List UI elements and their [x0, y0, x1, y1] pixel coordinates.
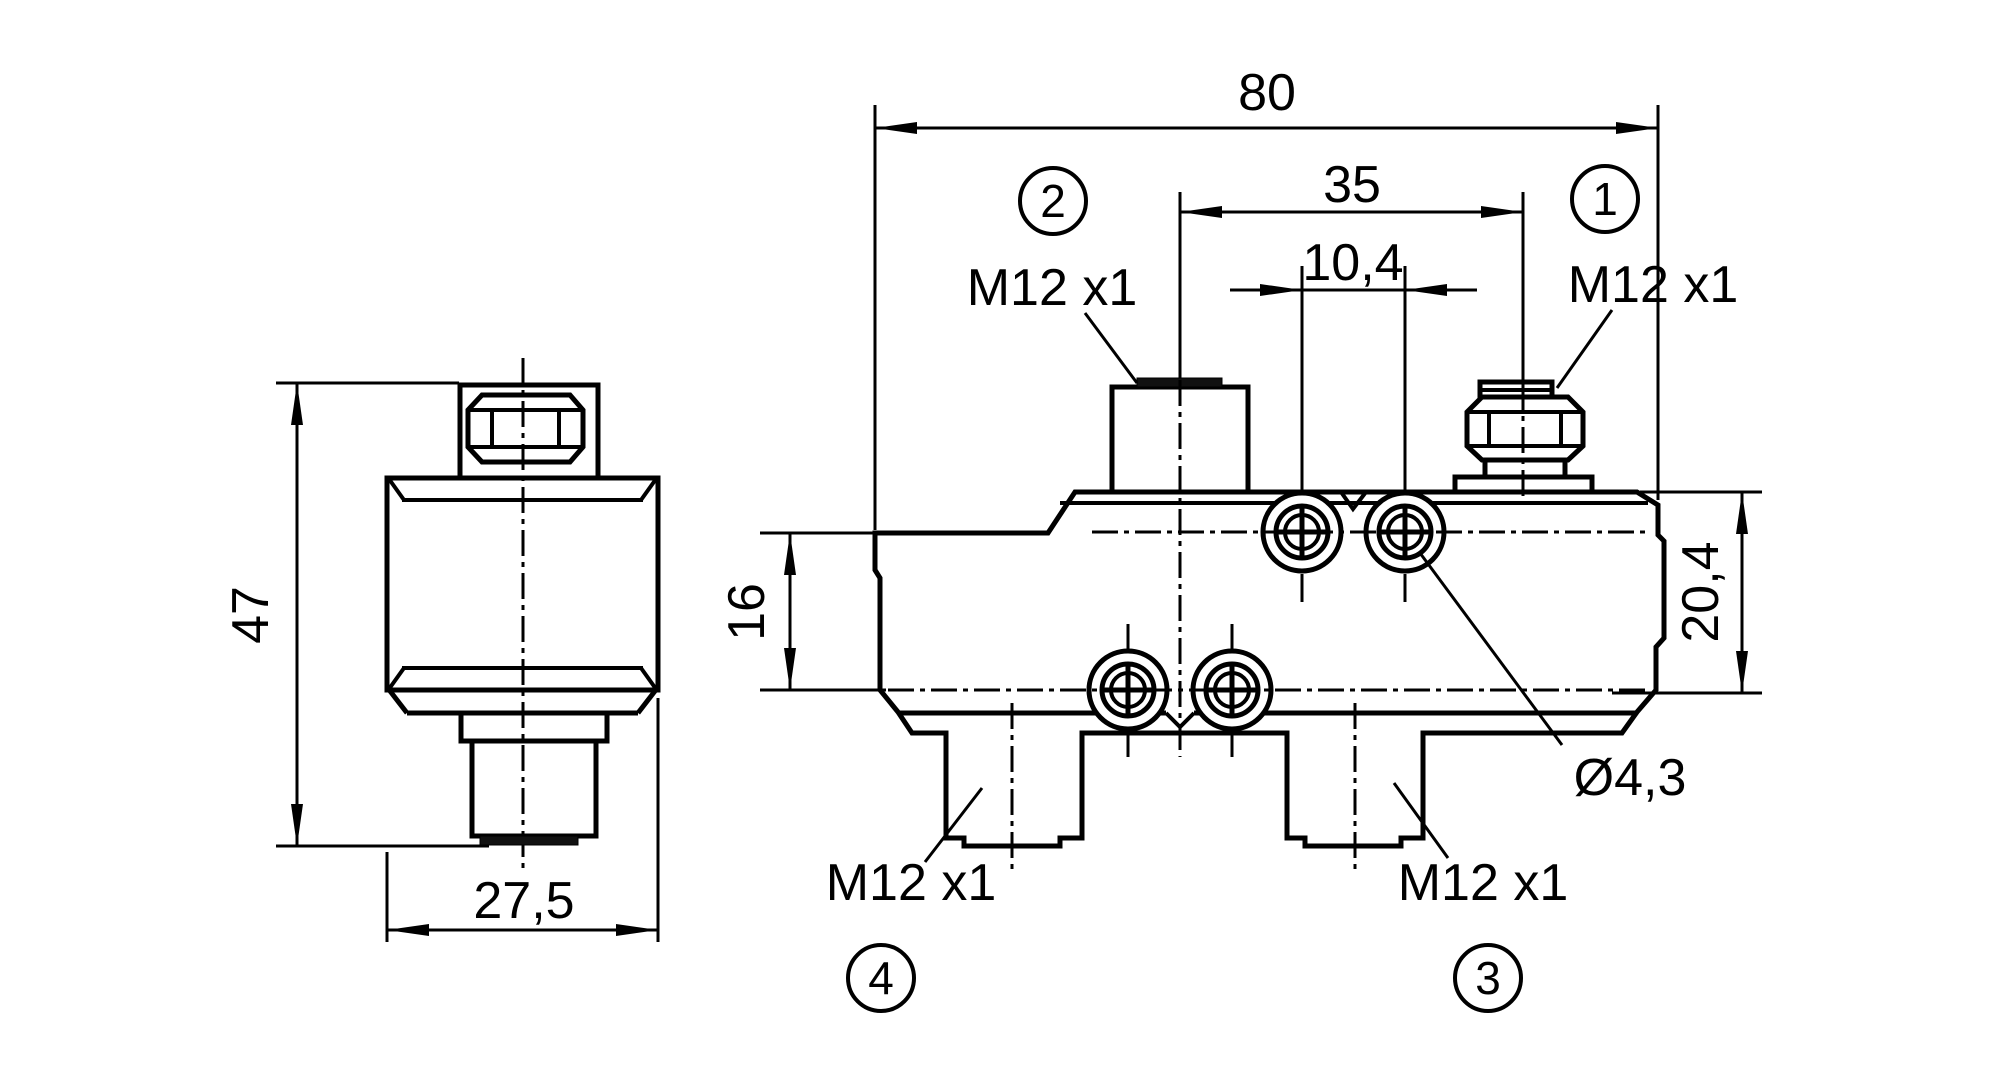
arrowhead-icon [291, 804, 303, 846]
arrowhead-icon [1405, 284, 1447, 296]
side-bottom-connector-face [479, 835, 579, 846]
port-3-number: 3 [1475, 952, 1501, 1004]
dim-47-label: 47 [222, 586, 280, 644]
hole-diameter-callout: Ø4,3 [1418, 552, 1687, 807]
dimension-47: 47 [222, 381, 489, 848]
front-view [872, 377, 1667, 872]
port-4-number: 4 [868, 952, 894, 1004]
port-1-label: 1 M12 x1 [1555, 164, 1739, 389]
port-2-label: 2 M12 x1 [967, 166, 1139, 384]
arrowhead-icon [875, 122, 917, 134]
dimension-16: 16 [718, 531, 886, 692]
port-1-number: 1 [1592, 173, 1618, 225]
arrowhead-icon [616, 924, 658, 936]
leader-line [1392, 782, 1450, 859]
side-bottom-connector-barrel [469, 738, 599, 839]
dim-hole-diameter-label: Ø4,3 [1574, 749, 1687, 807]
port-2-number: 2 [1040, 175, 1066, 227]
arrowhead-icon [387, 924, 429, 936]
dimension-27-5: 27,5 [385, 698, 660, 942]
dim-10-4-label: 10,4 [1302, 234, 1403, 292]
leader-line [1418, 552, 1564, 746]
side-bottom-connector-collar [458, 710, 610, 744]
port-4-thread: M12 x1 [826, 854, 997, 912]
dimension-35: 35 [1178, 156, 1525, 380]
port-3-label: 3 M12 x1 [1392, 782, 1569, 1013]
side-body [384, 475, 661, 693]
side-view [384, 358, 661, 872]
arrowhead-icon [1180, 206, 1222, 218]
port-3-thread: M12 x1 [1398, 854, 1569, 912]
port-3-number-circle [1453, 943, 1523, 1013]
leader-line [923, 787, 984, 863]
arrowhead-icon [1481, 206, 1523, 218]
arrowhead-icon [291, 383, 303, 425]
port-2-number-circle [1018, 166, 1088, 236]
arrowhead-icon [1736, 492, 1748, 534]
arrowhead-icon [1736, 651, 1748, 693]
arrowhead-icon [784, 648, 796, 690]
port-1-thread: M12 x1 [1568, 256, 1739, 314]
dimension-10-4: 10,4 [1230, 234, 1477, 490]
dim-35-label: 35 [1323, 156, 1381, 214]
mounting-screw-icon [1260, 490, 1344, 574]
dimension-80: 80 [873, 64, 1660, 530]
arrowhead-icon [1260, 284, 1302, 296]
port-2-thread: M12 x1 [967, 259, 1138, 317]
dim-16-label: 16 [718, 583, 776, 641]
port-4-label: 4 M12 x1 [826, 787, 997, 1013]
dim-20-4-label: 20,4 [1672, 541, 1730, 642]
leader-line [1555, 309, 1614, 389]
front-body-outline [872, 489, 1667, 849]
dim-80-label: 80 [1238, 64, 1296, 122]
arrowhead-icon [1616, 122, 1658, 134]
dimension-20-4: 20,4 [1612, 490, 1762, 695]
port-1-number-circle [1570, 164, 1640, 234]
leader-line [1083, 312, 1139, 384]
port-4-number-circle [846, 943, 916, 1013]
side-coupling-nut [465, 392, 586, 465]
dim-27-5-label: 27,5 [473, 872, 574, 930]
arrowhead-icon [784, 533, 796, 575]
